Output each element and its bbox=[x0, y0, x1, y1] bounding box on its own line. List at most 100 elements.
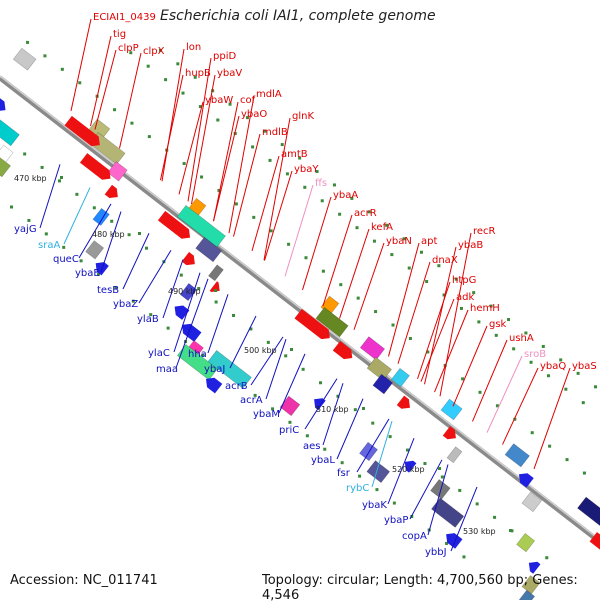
lower-connector bbox=[356, 418, 390, 473]
guide-dot bbox=[298, 156, 302, 160]
tick-label: 480 kbp bbox=[92, 230, 125, 239]
lower-connector bbox=[322, 383, 344, 446]
guide-dot bbox=[304, 256, 308, 260]
guide-dot bbox=[217, 188, 221, 192]
guide-dot bbox=[40, 165, 44, 169]
upper-connector bbox=[228, 95, 255, 234]
gene-label: acrR bbox=[354, 208, 377, 219]
gene-features bbox=[0, 47, 600, 600]
gene-feature bbox=[521, 491, 543, 513]
guide-dot bbox=[113, 108, 117, 112]
gene-label: ybaB bbox=[458, 240, 483, 251]
upper-connector bbox=[397, 261, 431, 364]
guide-dot bbox=[458, 488, 462, 492]
guide-dot bbox=[301, 367, 305, 371]
guide-dot bbox=[232, 313, 236, 317]
gene-feature bbox=[0, 88, 6, 112]
guide-dot bbox=[582, 471, 586, 475]
gene-label: ybaM bbox=[253, 409, 280, 420]
guide-dot bbox=[200, 175, 204, 179]
guide-dot bbox=[92, 206, 96, 210]
upper-connector bbox=[264, 170, 293, 261]
gene-label: glnK bbox=[292, 111, 314, 122]
guide-dot bbox=[303, 185, 307, 189]
upper-connector bbox=[417, 281, 451, 380]
gene-feature bbox=[79, 153, 111, 180]
gene-feature bbox=[294, 308, 330, 340]
guide-dot bbox=[147, 135, 151, 139]
upper-connector bbox=[420, 298, 455, 382]
guide-dot bbox=[62, 245, 66, 249]
guide-dot bbox=[179, 273, 183, 277]
guide-dot bbox=[228, 102, 232, 106]
guide-dot bbox=[454, 277, 458, 281]
guide-dot bbox=[27, 218, 31, 222]
gene-label: hupB bbox=[185, 68, 211, 79]
gene-feature bbox=[181, 252, 195, 266]
gene-label: ybaK bbox=[362, 500, 387, 511]
gene-feature bbox=[205, 377, 223, 394]
genome-backbone-highlight bbox=[0, 75, 600, 541]
gene-feature bbox=[359, 441, 378, 462]
guide-dot bbox=[305, 434, 309, 438]
gene-feature bbox=[390, 367, 410, 388]
guide-dot bbox=[355, 226, 359, 230]
label-connectors bbox=[39, 18, 571, 552]
guide-dot bbox=[495, 404, 499, 408]
guide-dot bbox=[263, 129, 267, 133]
guide-dot bbox=[57, 179, 61, 183]
lower-connector bbox=[78, 203, 112, 259]
guide-dot bbox=[440, 475, 444, 479]
gene-label: ybaV bbox=[217, 68, 242, 79]
guide-dot bbox=[350, 196, 354, 200]
guide-dot bbox=[269, 229, 273, 233]
guide-dot bbox=[340, 461, 344, 465]
tick-mark bbox=[509, 529, 512, 532]
gene-feature bbox=[332, 341, 353, 360]
upper-connector bbox=[178, 101, 204, 195]
tick-label: 520 kbp bbox=[392, 465, 425, 474]
tick-mark bbox=[138, 232, 141, 235]
guide-dot bbox=[353, 408, 357, 412]
guide-dot bbox=[406, 448, 410, 452]
guide-dot bbox=[321, 269, 325, 273]
gene-label: ybaL bbox=[311, 455, 335, 466]
gene-label: lon bbox=[186, 42, 201, 53]
lower-connector bbox=[63, 187, 91, 245]
gene-feature bbox=[181, 323, 202, 342]
upper-connector bbox=[233, 133, 261, 237]
lower-connector bbox=[173, 272, 201, 353]
gene-label: ppiD bbox=[213, 51, 236, 62]
guide-dot bbox=[391, 323, 395, 327]
guide-dot bbox=[442, 293, 446, 297]
gene-label: ybaS bbox=[572, 361, 597, 372]
upper-connector bbox=[251, 155, 280, 252]
gene-label: acrB bbox=[225, 381, 248, 392]
guide-dot bbox=[530, 431, 534, 435]
guide-dot bbox=[459, 306, 463, 310]
gene-label: apt bbox=[421, 236, 437, 247]
guide-dot bbox=[9, 205, 13, 209]
guide-dot bbox=[182, 162, 186, 166]
guide-dot bbox=[214, 300, 218, 304]
gene-feature bbox=[359, 336, 386, 361]
guide-dot bbox=[423, 462, 427, 466]
gene-feature bbox=[516, 532, 536, 553]
upper-connector bbox=[502, 367, 539, 445]
gene-feature bbox=[517, 589, 536, 600]
gene-label: tig bbox=[113, 29, 126, 40]
lower-connector bbox=[229, 315, 257, 369]
gene-label: ffs bbox=[315, 178, 327, 189]
gene-label: ushA bbox=[509, 333, 534, 344]
guide-dot bbox=[594, 385, 598, 389]
gene-feature bbox=[577, 496, 600, 534]
gene-feature bbox=[279, 395, 301, 417]
guide-dot bbox=[285, 172, 289, 176]
guide-dot bbox=[358, 474, 362, 478]
gene-label: adk bbox=[456, 292, 474, 303]
lower-connector bbox=[39, 164, 61, 229]
gene-label: hemH bbox=[470, 303, 500, 314]
gene-label: hha bbox=[188, 349, 207, 360]
guide-dot bbox=[367, 210, 371, 214]
